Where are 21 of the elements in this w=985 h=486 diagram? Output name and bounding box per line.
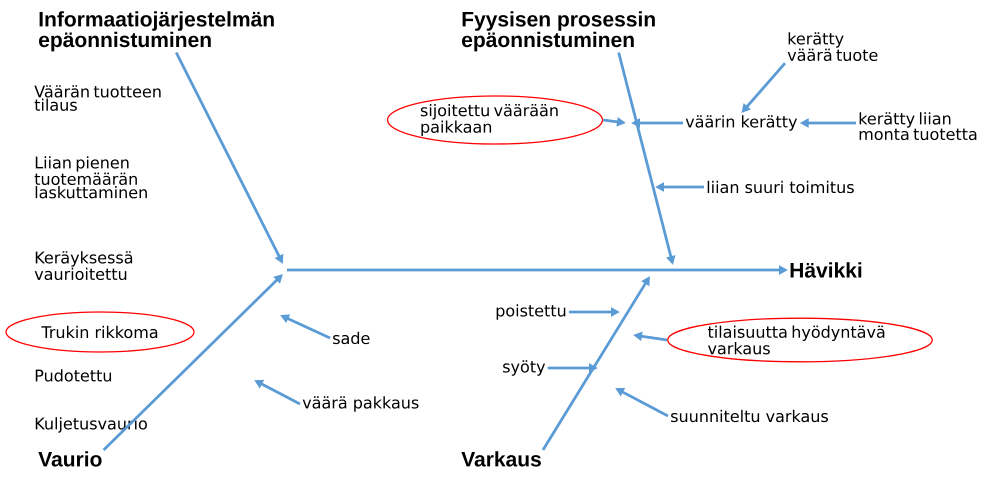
cause-label: syöty (503, 360, 546, 376)
cause-label: Pudotettu (36, 369, 112, 382)
cause-label: sade (333, 332, 370, 344)
category-heading: Fyysisen prosessin epäonnistuminen (462, 11, 655, 52)
cause-label: Keräyksessä vaurioitettu (34, 251, 132, 280)
circled-cause: sijoitettu väärään paikkaan (386, 95, 604, 145)
cause-label: suunniteltu varkaus (671, 410, 828, 422)
cause-label: väärä pakkaus (302, 396, 418, 412)
cause-label: Väärän tuotteen tilaus (34, 85, 161, 111)
cause-label: väärin kerätty (686, 115, 797, 131)
category-heading: Informaatiojärjestelmän epäonnistuminen (39, 11, 274, 52)
circled-cause: tilaisuutta hyödyntävä varkaus (667, 318, 933, 362)
cause-label: kerätty väärä tuote (788, 32, 878, 62)
effect-label: Hävikki (790, 262, 862, 278)
cause-label: Liian pienen tuotemäärän laskuttaminen (34, 156, 147, 198)
category-heading: Varkaus (461, 451, 541, 467)
cause-label: liian suuri toimitus (708, 180, 854, 194)
cause-label: kerätty liian monta tuotetta (860, 112, 976, 140)
cause-label: poistettu (496, 304, 566, 320)
category-heading: Vaurio (38, 451, 102, 467)
circled-cause: Trukin rikkoma (5, 311, 195, 353)
